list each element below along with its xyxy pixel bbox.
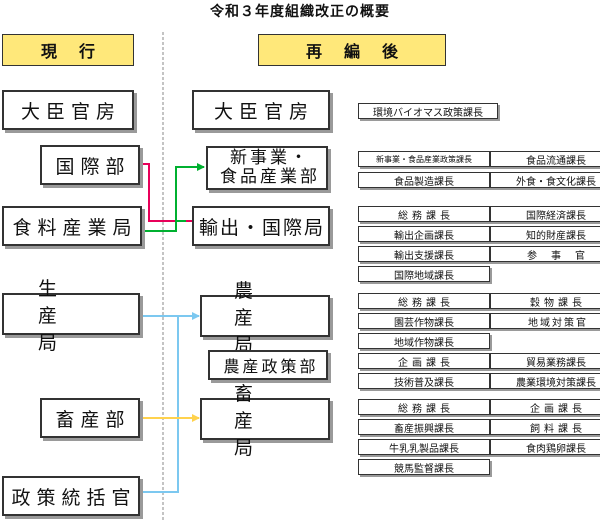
after-shinjigyo-line1: 新事業・ (230, 148, 310, 168)
section-shinjigyo-3: 外食・食文化課長 (490, 172, 600, 188)
section-nosan-4: 地域作物課長 (358, 333, 490, 349)
section-chikusan-6: 競馬監督課長 (358, 459, 490, 475)
section-yushutsu-6: 国際地域課長 (358, 266, 490, 282)
section-nosan-1: 穀物課長 (490, 293, 600, 309)
after-nosan-box: 農産局 (200, 280, 330, 356)
section-yushutsu-5: 参事官 (490, 246, 600, 262)
section-daijin-0: 環境バイオマス政策課長 (358, 103, 498, 119)
section-nosan-2: 園芸作物課長 (358, 313, 490, 329)
section-yushutsu-1: 国際経済課長 (490, 206, 600, 222)
after-shinjigyo-box: 新事業・ 食品産業部 (206, 146, 328, 190)
section-shinjigyo-1: 食品流通課長 (490, 151, 600, 167)
section-yushutsu-3: 知的財産課長 (490, 226, 600, 242)
section-nosan-seisaku-1: 貿易業務課長 (490, 353, 600, 369)
header-after: 再編後 (258, 34, 446, 66)
arrow-shokuryo-to-shinjigyo (140, 163, 205, 232)
after-yushutsu-box: 輸出・国際局 (192, 206, 330, 246)
section-nosan-0: 総務課長 (358, 293, 490, 309)
section-nosan-seisaku-3: 農業環境対策課長 (490, 373, 600, 389)
arrow-kokusai-to-yushutsu (140, 163, 200, 225)
section-chikusan-1: 企画課長 (490, 399, 600, 415)
section-yushutsu-2: 輸出企画課長 (358, 226, 490, 242)
page-title: 令和３年度組織改正の概要 (210, 4, 390, 20)
section-chikusan-4: 牛乳乳製品課長 (358, 439, 490, 455)
section-nosan-seisaku-2: 技術普及課長 (358, 373, 490, 389)
section-yushutsu-0: 総務課長 (358, 206, 490, 222)
section-shinjigyo-0: 新事業・食品産業政策課長 (358, 151, 490, 167)
section-chikusan-2: 畜産振興課長 (358, 419, 490, 435)
after-shinjigyo-line2: 食品産業部 (220, 167, 320, 187)
section-nosan-seisaku-0: 企画課長 (358, 353, 490, 369)
current-kokusai-box: 国際部 (40, 145, 140, 185)
after-chikusan-box: 畜産局 (200, 383, 330, 459)
current-shokuryo-box: 食料産業局 (2, 206, 142, 246)
section-chikusan-3: 飼料課長 (490, 419, 600, 435)
current-chikusan-box: 畜産部 (40, 398, 140, 438)
section-chikusan-0: 総務課長 (358, 399, 490, 415)
section-yushutsu-4: 輸出支援課長 (358, 246, 490, 262)
current-seisan-box: 生産局 (2, 278, 140, 354)
current-seisaku-box: 政策統括官 (2, 476, 140, 516)
arrow-seisaku-to-nosan (140, 316, 179, 493)
after-nosan-seisaku-box: 農産政策部 (208, 350, 328, 380)
current-daijin-box: 大臣官房 (2, 90, 134, 130)
header-current: 現行 (2, 34, 134, 66)
section-chikusan-5: 食肉鶏卵課長 (490, 439, 600, 455)
after-daijin-box: 大臣官房 (192, 90, 330, 130)
section-nosan-3: 地域対策官 (490, 313, 600, 329)
section-shinjigyo-2: 食品製造課長 (358, 172, 490, 188)
